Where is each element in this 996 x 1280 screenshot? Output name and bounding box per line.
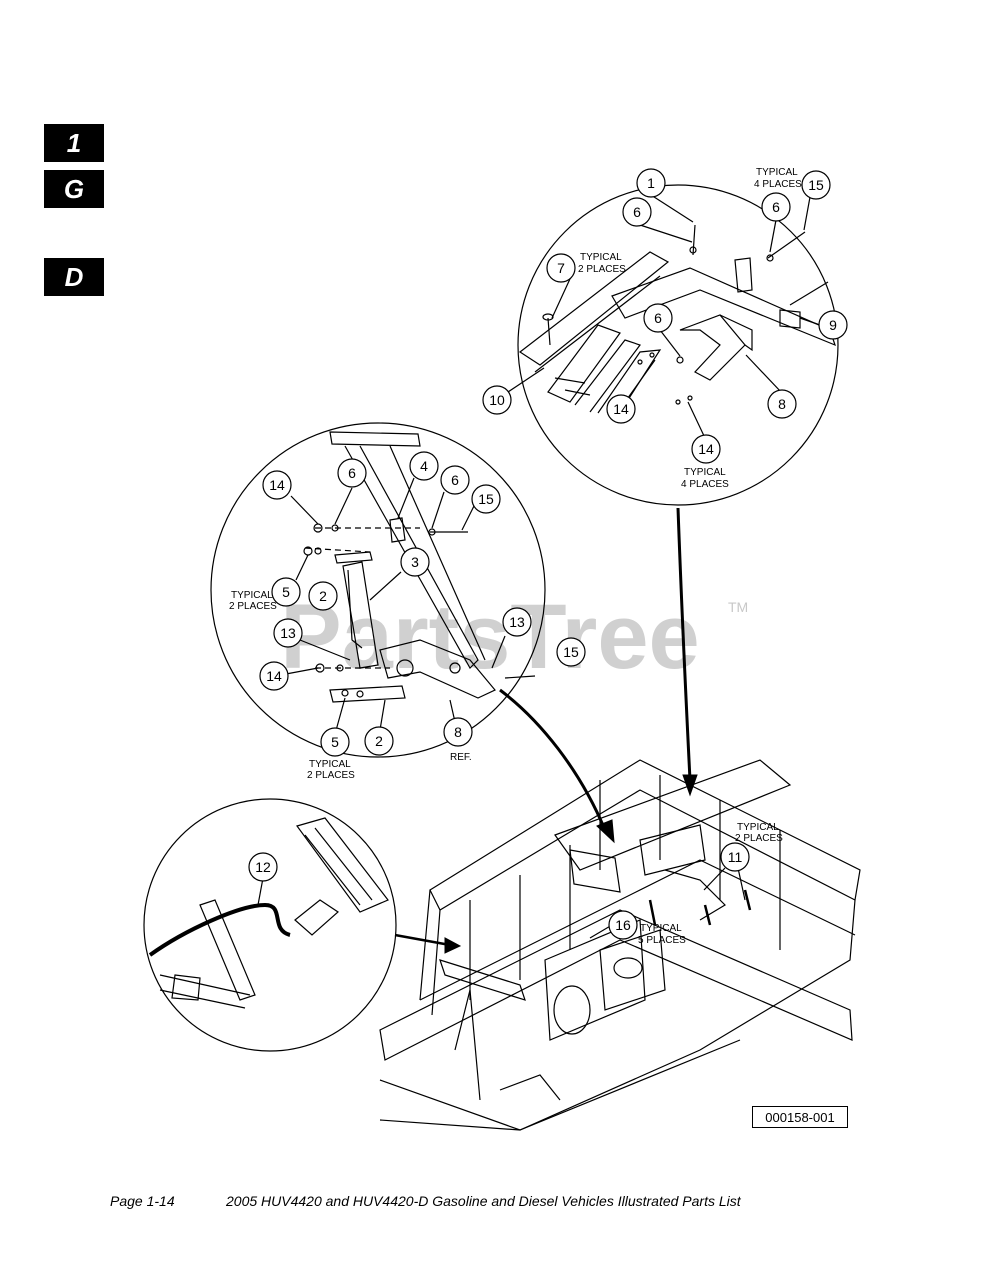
callout-15: 15 <box>801 170 831 200</box>
callout-1: 1 <box>636 168 666 198</box>
svg-text:2 PLACES: 2 PLACES <box>229 601 277 612</box>
callout-9: 9 <box>818 310 848 340</box>
callout-3: 3 <box>400 547 430 577</box>
svg-text:4 PLACES: 4 PLACES <box>681 479 729 490</box>
callout-15: 15 <box>556 637 586 667</box>
svg-text:6: 6 <box>772 199 780 215</box>
svg-text:7: 7 <box>557 260 565 276</box>
notes-middle: TYPICAL 2 PLACES TYPICAL 2 PLACES REF. <box>229 590 472 781</box>
svg-text:5: 5 <box>282 584 290 600</box>
svg-text:6: 6 <box>654 310 662 326</box>
callout-5: 5 <box>271 577 301 607</box>
footer-page-number: Page 1-14 <box>110 1193 175 1209</box>
watermark: PartsTree <box>280 586 699 688</box>
svg-text:5 PLACES: 5 PLACES <box>638 935 686 946</box>
footer-document-title: 2005 HUV4420 and HUV4420-D Gasoline and … <box>226 1193 741 1209</box>
svg-text:5: 5 <box>331 734 339 750</box>
svg-text:TYPICAL: TYPICAL <box>580 252 622 263</box>
svg-text:14: 14 <box>698 441 714 457</box>
section-tab-g: G <box>44 170 104 208</box>
callout-6: 6 <box>761 192 791 222</box>
callouts-middle: 14 6 4 6 15 3 5 2 13 13 15 14 5 2 8 <box>259 451 586 757</box>
svg-text:TYPICAL: TYPICAL <box>231 590 273 601</box>
callout-14: 14 <box>262 470 292 500</box>
svg-text:15: 15 <box>563 644 579 660</box>
svg-text:15: 15 <box>808 177 824 193</box>
svg-text:2 PLACES: 2 PLACES <box>307 770 355 781</box>
svg-text:2 PLACES: 2 PLACES <box>735 833 783 844</box>
callout-5: 5 <box>320 727 350 757</box>
svg-text:9: 9 <box>829 317 837 333</box>
svg-text:TYPICAL: TYPICAL <box>309 759 351 770</box>
svg-text:2 PLACES: 2 PLACES <box>578 264 626 275</box>
svg-text:14: 14 <box>269 477 285 493</box>
svg-text:16: 16 <box>615 917 631 933</box>
svg-text:13: 13 <box>509 614 525 630</box>
svg-text:14: 14 <box>266 668 282 684</box>
svg-text:11: 11 <box>728 849 743 865</box>
callout-8: 8 <box>767 389 797 419</box>
callout-2: 2 <box>364 726 394 756</box>
callout-14: 14 <box>691 434 721 464</box>
svg-text:14: 14 <box>613 401 629 417</box>
svg-text:TYPICAL: TYPICAL <box>640 923 682 934</box>
callout-13: 13 <box>502 607 532 637</box>
callout-6: 6 <box>622 197 652 227</box>
svg-text:6: 6 <box>633 204 641 220</box>
callout-12: 12 <box>248 852 278 882</box>
callout-11: 11 <box>720 842 750 872</box>
svg-text:REF.: REF. <box>450 752 472 763</box>
callout-6: 6 <box>643 303 673 333</box>
callout-6: 6 <box>337 458 367 488</box>
svg-text:8: 8 <box>454 724 462 740</box>
svg-text:10: 10 <box>489 392 505 408</box>
callout-2: 2 <box>308 581 338 611</box>
svg-text:1: 1 <box>647 175 655 191</box>
detail-circle-left <box>143 798 397 1052</box>
callout-8: 8 <box>443 717 473 747</box>
svg-text:13: 13 <box>280 625 296 641</box>
section-tab-d: D <box>44 258 104 296</box>
callout-14: 14 <box>606 394 636 424</box>
callouts-top: 1 6 15 6 7 6 9 10 14 8 14 <box>482 168 848 464</box>
svg-text:3: 3 <box>411 554 419 570</box>
callout-14: 14 <box>259 661 289 691</box>
notes-main: TYPICAL 2 PLACES TYPICAL 5 PLACES <box>638 822 783 946</box>
callout-7: 7 <box>546 253 576 283</box>
svg-text:TYPICAL: TYPICAL <box>756 167 798 178</box>
section-tab-1: 1 <box>44 124 104 162</box>
svg-text:15: 15 <box>478 491 494 507</box>
callout-16: 16 <box>608 910 638 940</box>
svg-text:6: 6 <box>348 465 356 481</box>
drawing-id-box: 000158-001 <box>752 1106 848 1128</box>
detail-circle-top <box>507 184 839 506</box>
svg-text:2: 2 <box>375 733 383 749</box>
callouts-left: 12 <box>248 852 278 882</box>
svg-text:12: 12 <box>255 859 271 875</box>
notes-top: TYPICAL 4 PLACES TYPICAL 2 PLACES TYPICA… <box>578 167 802 490</box>
watermark-tm: TM <box>728 599 748 615</box>
callout-10: 10 <box>482 385 512 415</box>
callout-6: 6 <box>440 465 470 495</box>
svg-text:8: 8 <box>778 396 786 412</box>
svg-text:6: 6 <box>451 472 459 488</box>
svg-text:4: 4 <box>420 458 428 474</box>
callout-4: 4 <box>409 451 439 481</box>
svg-text:2: 2 <box>319 588 327 604</box>
svg-text:TYPICAL: TYPICAL <box>684 467 726 478</box>
svg-text:4 PLACES: 4 PLACES <box>754 179 802 190</box>
pointer-arrows <box>394 507 698 954</box>
callout-15: 15 <box>471 484 501 514</box>
callouts-main: 11 16 <box>608 842 750 940</box>
svg-text:TYPICAL: TYPICAL <box>737 822 779 833</box>
callout-13: 13 <box>273 618 303 648</box>
